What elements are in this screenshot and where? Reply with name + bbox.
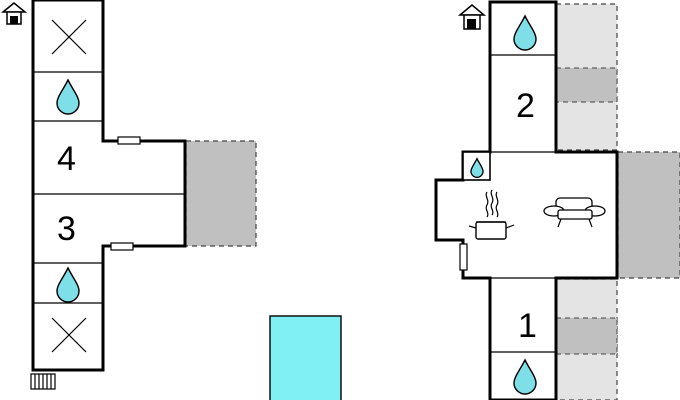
room-number-2: 2 — [516, 87, 535, 125]
room-number-3: 3 — [57, 210, 76, 248]
window-icon — [459, 243, 468, 271]
sofa-icon — [543, 197, 606, 228]
left-terrace — [185, 140, 257, 247]
window-icon — [117, 136, 141, 145]
water-drop-icon — [470, 157, 484, 179]
x-mark-icon — [51, 19, 87, 55]
right-lower-terrace — [555, 278, 618, 400]
right-unit: 2 1 — [434, 0, 680, 400]
radiator-icon — [30, 373, 56, 390]
window-icon — [110, 242, 134, 251]
house-icon — [0, 2, 28, 25]
right-upper-terrace — [555, 3, 618, 151]
left-unit-walls — [31, 0, 187, 372]
house-icon — [457, 4, 487, 30]
room-number-1: 1 — [518, 307, 537, 345]
right-side-terrace — [617, 151, 680, 279]
room-number-4: 4 — [57, 140, 76, 178]
x-mark-icon — [51, 317, 87, 353]
left-unit: 4 3 — [0, 0, 257, 390]
pool — [269, 315, 342, 400]
cooking-pot-icon — [468, 189, 515, 240]
